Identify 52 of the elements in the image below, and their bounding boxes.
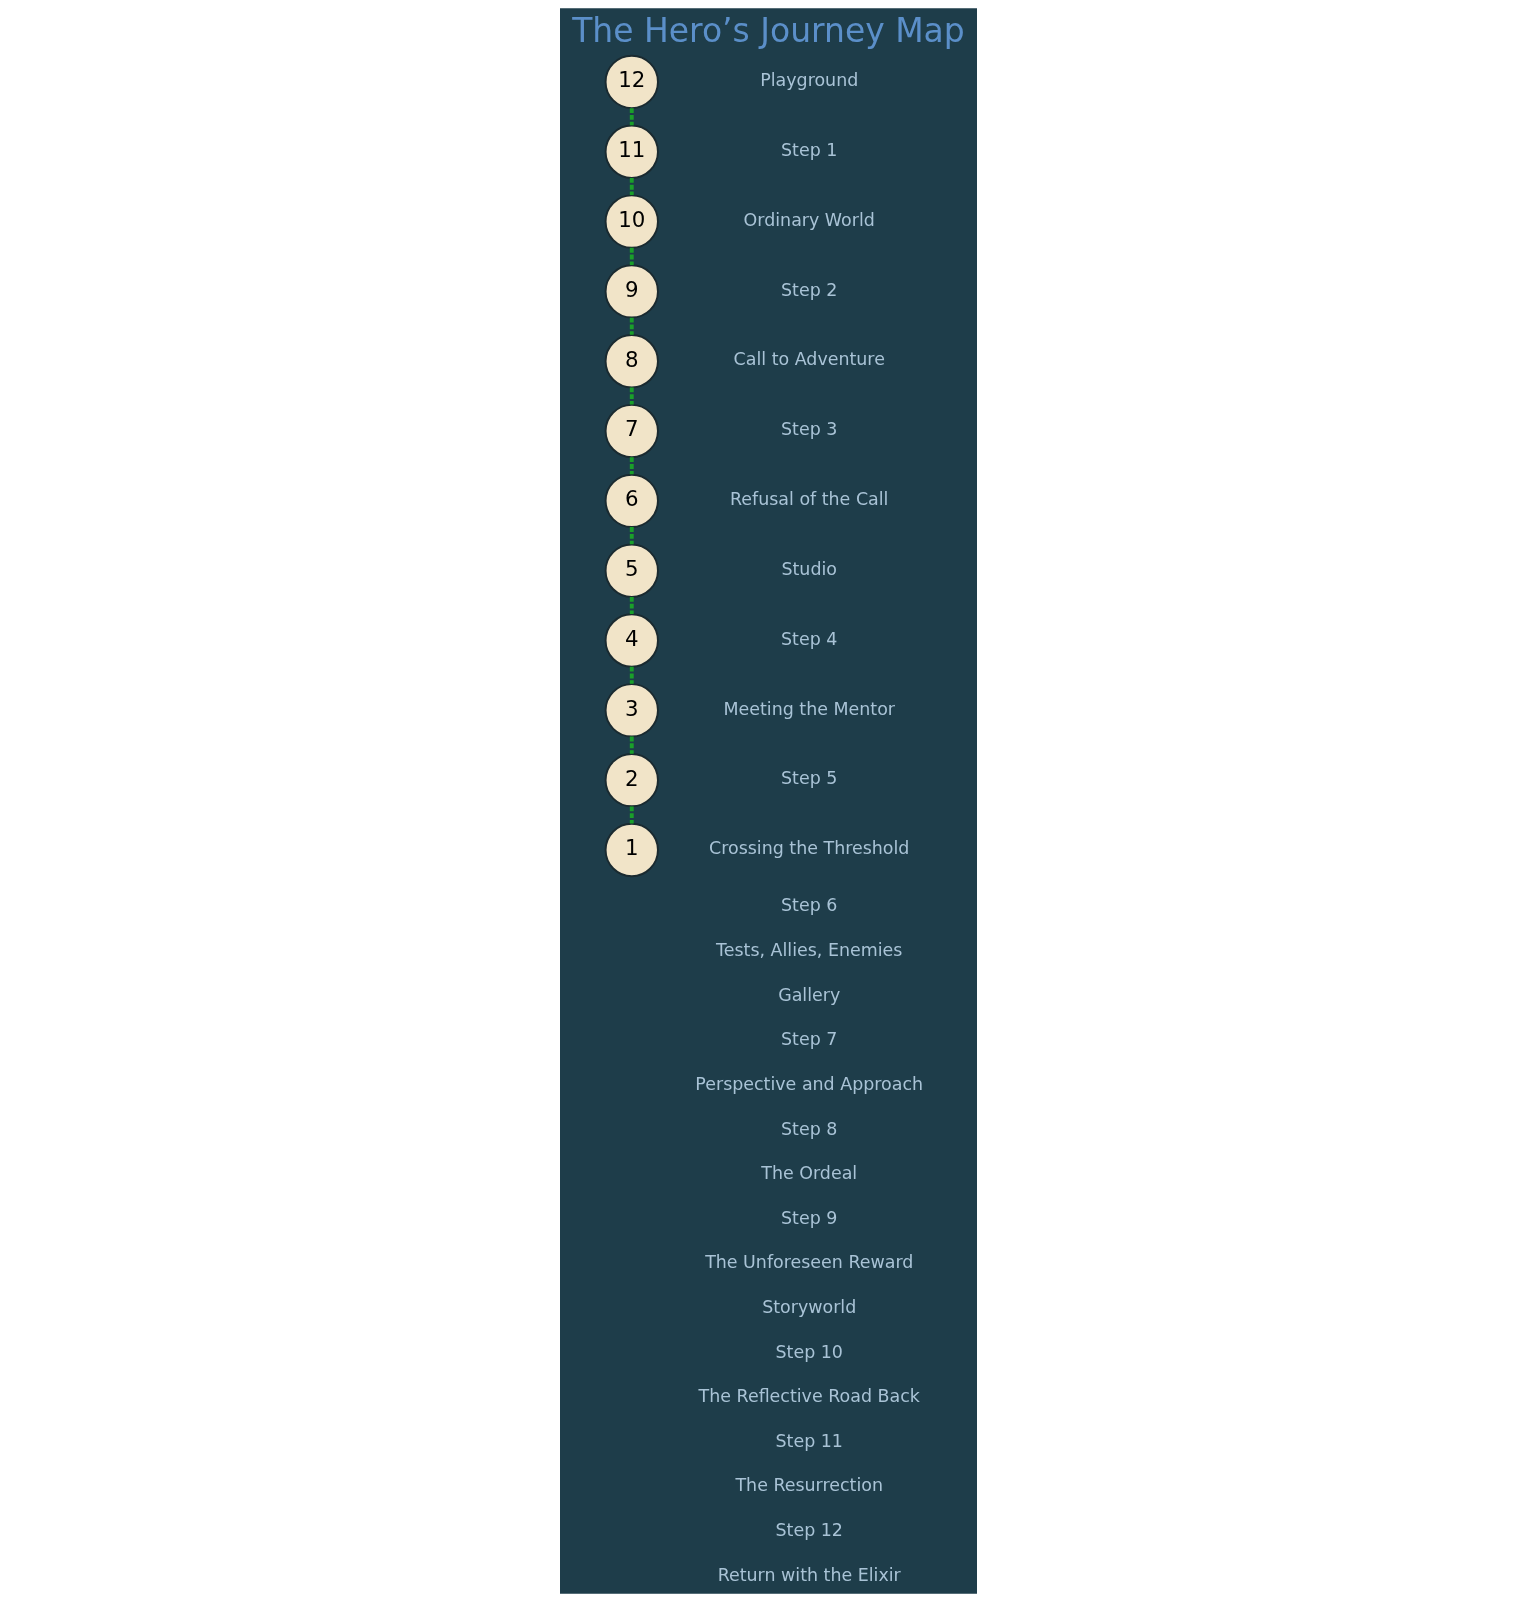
connector: [629, 247, 634, 265]
node-circle: 9: [604, 264, 659, 319]
connector: [629, 108, 634, 126]
connector: [629, 596, 634, 614]
label: Step 12: [775, 1519, 843, 1540]
label: Meeting the Mentor: [722, 698, 895, 719]
label: The Reflective Road Back: [698, 1386, 920, 1407]
node-circle: 3: [604, 683, 659, 738]
label: The Unforeseen Reward: [704, 1252, 913, 1273]
connector: [629, 178, 634, 196]
label: Step 6: [780, 895, 837, 916]
node-circle: 1: [604, 822, 659, 878]
connector: [629, 457, 634, 475]
label: Step 8: [780, 1118, 837, 1139]
label: Step 9: [780, 1207, 837, 1228]
label: Step 11: [775, 1430, 843, 1451]
connector: [629, 527, 634, 545]
diagram-title: The Hero’s Journey Map: [571, 11, 965, 51]
connector: [629, 387, 634, 405]
label: The Resurrection: [734, 1475, 883, 1496]
label: Tests, Allies, Enemies: [715, 940, 902, 961]
label: Step 1: [780, 140, 837, 161]
label: Gallery: [777, 984, 840, 1005]
label: Crossing the Threshold: [708, 838, 909, 859]
label: Step 3: [780, 419, 837, 440]
node-circle: 12: [604, 54, 659, 110]
label: Perspective and Approach: [694, 1073, 923, 1094]
label: Step 7: [780, 1029, 837, 1050]
node-circle: 4: [604, 613, 659, 668]
connector: [629, 666, 634, 684]
label: Step 10: [775, 1341, 843, 1362]
label: Studio: [780, 558, 837, 579]
node-circle: 8: [604, 334, 659, 389]
label: Call to Adventure: [733, 349, 885, 370]
connector: [629, 317, 634, 335]
node-circle: 5: [604, 543, 659, 598]
label: Step 2: [780, 279, 837, 300]
node-circle: 6: [604, 473, 659, 528]
label: Step 5: [780, 768, 837, 789]
connector: [629, 736, 634, 754]
label: The Ordeal: [760, 1163, 857, 1184]
node-circle: 11: [604, 124, 659, 179]
label: Refusal of the Call: [729, 489, 888, 510]
node-circle: 7: [604, 403, 659, 459]
node-circle: 10: [604, 194, 659, 249]
label: Playground: [759, 70, 858, 91]
connector: [629, 806, 634, 824]
label: Return with the Elixir: [717, 1564, 901, 1585]
label: Ordinary World: [743, 209, 875, 230]
label: Step 4: [780, 628, 837, 649]
node-circle: 2: [604, 753, 659, 808]
label: Storyworld: [761, 1296, 856, 1317]
